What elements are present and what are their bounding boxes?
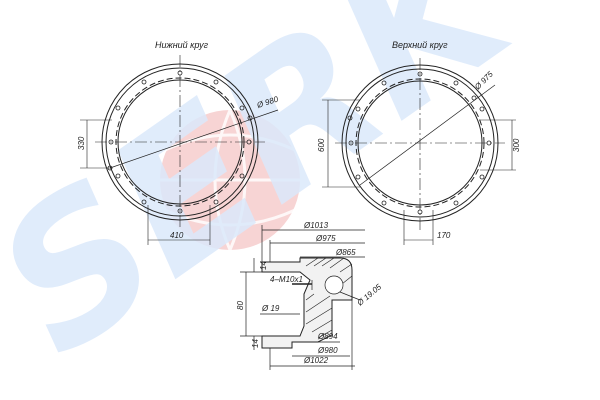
lower-ring-height-dim: 330: [77, 136, 86, 150]
section-h80: 80: [236, 301, 245, 310]
section-d19-05: Ø 19.05: [355, 282, 384, 308]
section-d1022: Ø1022: [303, 356, 329, 365]
section-d975: Ø975: [315, 234, 336, 243]
section-d980: Ø980: [317, 346, 338, 355]
section-view: [240, 225, 365, 370]
section-h14-bottom: 14: [251, 339, 260, 348]
section-thread: 4–M10x1: [270, 275, 303, 284]
upper-ring-view: [322, 58, 516, 245]
section-d19: Ø 19: [261, 304, 280, 313]
section-d894: Ø894: [317, 332, 338, 341]
upper-ring-side-dim: 300: [512, 138, 521, 152]
upper-ring-height-dim: 600: [317, 138, 326, 152]
section-d1013: Ø1013: [303, 221, 329, 230]
lower-ring-width-dim: 410: [170, 231, 184, 240]
section-h14-top: 14: [259, 261, 268, 270]
lower-ring-title: Нижний круг: [155, 40, 209, 50]
upper-ring-width-dim: 170: [437, 231, 451, 240]
lower-ring-view: [80, 55, 279, 245]
section-d865: Ø865: [335, 248, 356, 257]
upper-ring-title: Верхний круг: [392, 40, 448, 50]
